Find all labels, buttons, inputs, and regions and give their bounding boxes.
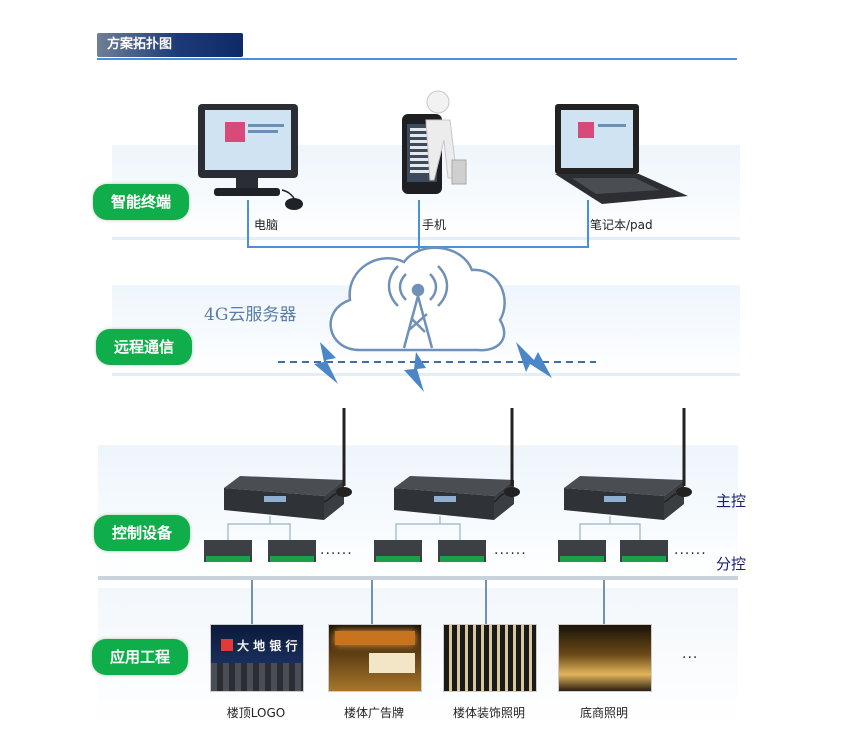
- slave-more-1: ......: [320, 542, 353, 558]
- master-control-label: 主控: [716, 492, 747, 510]
- rooftop-sign-text: 大 地 银 行: [237, 639, 298, 653]
- app-photo-billboard: [328, 624, 422, 692]
- slave-more-2: ......: [494, 542, 527, 558]
- control-baseline: [98, 576, 738, 580]
- logo-mark: [221, 639, 233, 651]
- app-caption-billboard: 楼体广告牌: [343, 706, 404, 720]
- pc-monitor-icon: [198, 104, 303, 210]
- layer-pill-control: 控制设备: [94, 515, 190, 551]
- layer-pill-terminal: 智能终端: [93, 184, 189, 220]
- page-title: 方案拓扑图: [97, 33, 243, 57]
- app-photo-facade-lighting: [443, 624, 537, 692]
- laptop-icon: [555, 104, 688, 204]
- lightning-icons: [314, 342, 552, 392]
- master-slave-connectors: [227, 516, 641, 540]
- title-underline: [97, 58, 737, 60]
- phone-icon: [402, 90, 467, 194]
- cloud-icon: [329, 246, 506, 352]
- app-caption-facade-lighting: 楼体装饰照明: [452, 706, 525, 720]
- app-caption-storefront-lighting: 底商照明: [579, 706, 628, 720]
- device-label-phone: 手机: [422, 218, 447, 232]
- app-photo-storefront-lighting: [558, 624, 652, 692]
- app-photo-rooftop-logo: 大 地 银 行: [210, 624, 304, 692]
- application-connectors: [251, 580, 605, 624]
- layer-pill-application: 应用工程: [92, 639, 188, 675]
- slave-more-3: ......: [674, 542, 707, 558]
- app-caption-rooftop-logo: 楼顶LOGO: [226, 706, 286, 720]
- cloud-server-label: 4G云服务器: [204, 305, 297, 325]
- slave-units: [204, 540, 668, 562]
- master-units: [224, 408, 692, 520]
- layer-pill-remote: 远程通信: [96, 329, 192, 365]
- application-more: ...: [682, 646, 699, 662]
- device-label-laptop: 笔记本/pad: [590, 218, 653, 232]
- slave-control-label: 分控: [716, 555, 747, 573]
- device-label-pc: 电脑: [254, 218, 279, 232]
